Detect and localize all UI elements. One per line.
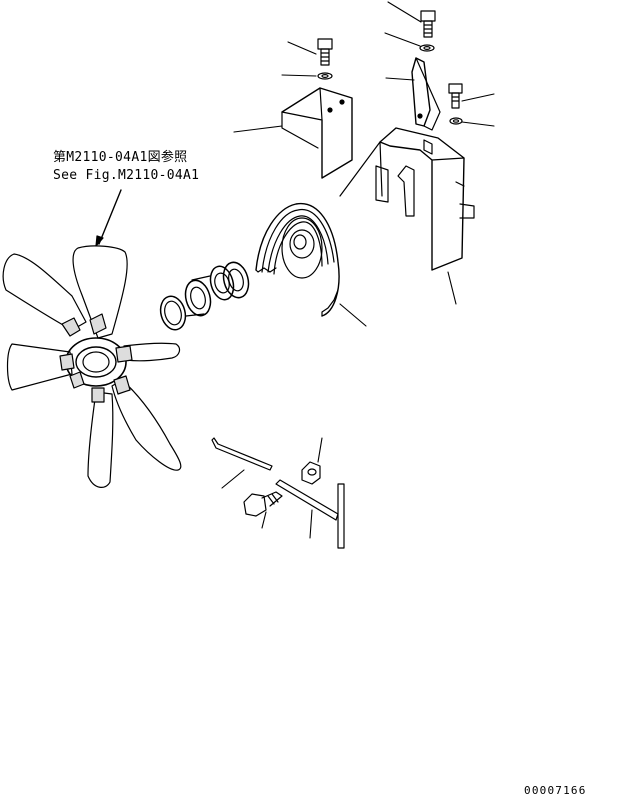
- reference-text-japanese: 第M2110-04A1図参照: [53, 150, 188, 165]
- washer: [450, 118, 462, 124]
- fan-guard-cover: [282, 88, 352, 178]
- v-belt-set: [256, 204, 339, 316]
- fan-blade: [112, 380, 181, 470]
- fan-blade: [73, 246, 127, 338]
- washer: [318, 73, 332, 79]
- bolt: [318, 39, 332, 65]
- fan-blade: [88, 392, 113, 487]
- pulley-flange: [207, 260, 252, 303]
- reference-leader: [99, 190, 121, 244]
- fan-blade: [124, 343, 179, 361]
- fan-blade: [3, 254, 86, 330]
- adjusting-rod: [276, 480, 344, 548]
- bolt: [421, 11, 435, 37]
- bolt: [244, 492, 282, 516]
- drawing-number: 00007166: [524, 784, 587, 797]
- mounting-bracket: [412, 58, 440, 130]
- fan-blade: [8, 344, 73, 390]
- belt-cover: [340, 128, 474, 270]
- spacer-ring: [157, 293, 189, 332]
- bolt: [449, 84, 462, 108]
- cooling-fan: [3, 246, 181, 487]
- rod: [212, 438, 272, 470]
- reference-text-english: See Fig.M2110-04A1: [53, 168, 200, 183]
- nut: [302, 462, 320, 484]
- washer: [420, 45, 434, 51]
- leader-lines: [222, 2, 494, 538]
- fan-spacer: [182, 276, 214, 318]
